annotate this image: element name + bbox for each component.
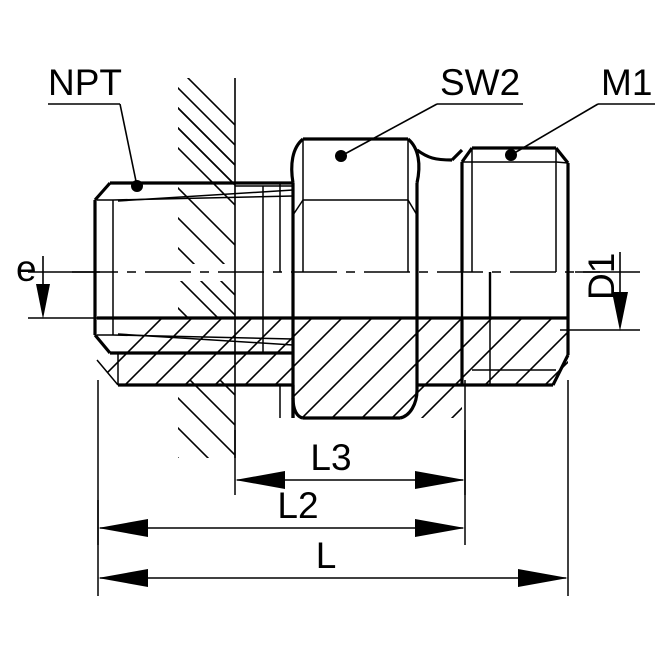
- m1-thread-detail-lines: [462, 148, 569, 385]
- label-e: e: [16, 248, 37, 289]
- npt-thread-detail-lines: [97, 183, 294, 353]
- label-npt: NPT: [48, 62, 122, 103]
- m1-leader-line: [510, 103, 599, 156]
- l3-arrow-left: [235, 471, 285, 489]
- label-d1: D1: [581, 253, 622, 300]
- label-l: L: [316, 535, 337, 576]
- callout-npt: NPT: [48, 62, 143, 192]
- label-l3: L3: [310, 437, 351, 478]
- hex-to-m1-transition: [416, 148, 464, 162]
- label-m1: M1: [601, 62, 652, 103]
- dimension-l: L: [97, 380, 569, 596]
- dimension-l3: L3: [234, 380, 466, 495]
- l2-arrow-left: [98, 519, 148, 537]
- label-sw2: SW2: [440, 62, 520, 103]
- npt-leader-dot: [131, 180, 143, 192]
- section-profile-outline: [97, 316, 568, 418]
- dimension-d1: D1: [560, 252, 640, 331]
- label-l2: L2: [277, 485, 318, 526]
- l-arrow-right: [518, 569, 568, 587]
- m1-thread-body: [460, 146, 570, 387]
- npt-leader-line: [119, 103, 138, 187]
- d1-arrow-head: [612, 292, 628, 331]
- npt-taper-lines: [117, 189, 294, 346]
- sw2-leader-line: [340, 103, 438, 157]
- body-section-hatch: [97, 318, 568, 418]
- hex-sw2: [290, 137, 421, 420]
- l-arrow-left: [98, 569, 148, 587]
- e-arrow-head: [36, 284, 50, 319]
- bulkhead-wall-hatch-upper: [178, 78, 235, 264]
- section-step-details: [96, 352, 569, 418]
- m1-leader-dot: [505, 149, 517, 161]
- sw2-leader-dot: [335, 150, 347, 162]
- dimension-l2: L2: [97, 380, 466, 545]
- bore-lines: [460, 272, 492, 318]
- bulkhead-wall-hatch-lower: [178, 380, 235, 458]
- dimension-e: e: [16, 248, 100, 319]
- hex-face-lines: [292, 139, 418, 272]
- callout-sw2: SW2: [335, 62, 523, 162]
- l3-arrow-right: [415, 471, 465, 489]
- callout-m1: M1: [505, 62, 655, 161]
- l2-arrow-right: [415, 519, 465, 537]
